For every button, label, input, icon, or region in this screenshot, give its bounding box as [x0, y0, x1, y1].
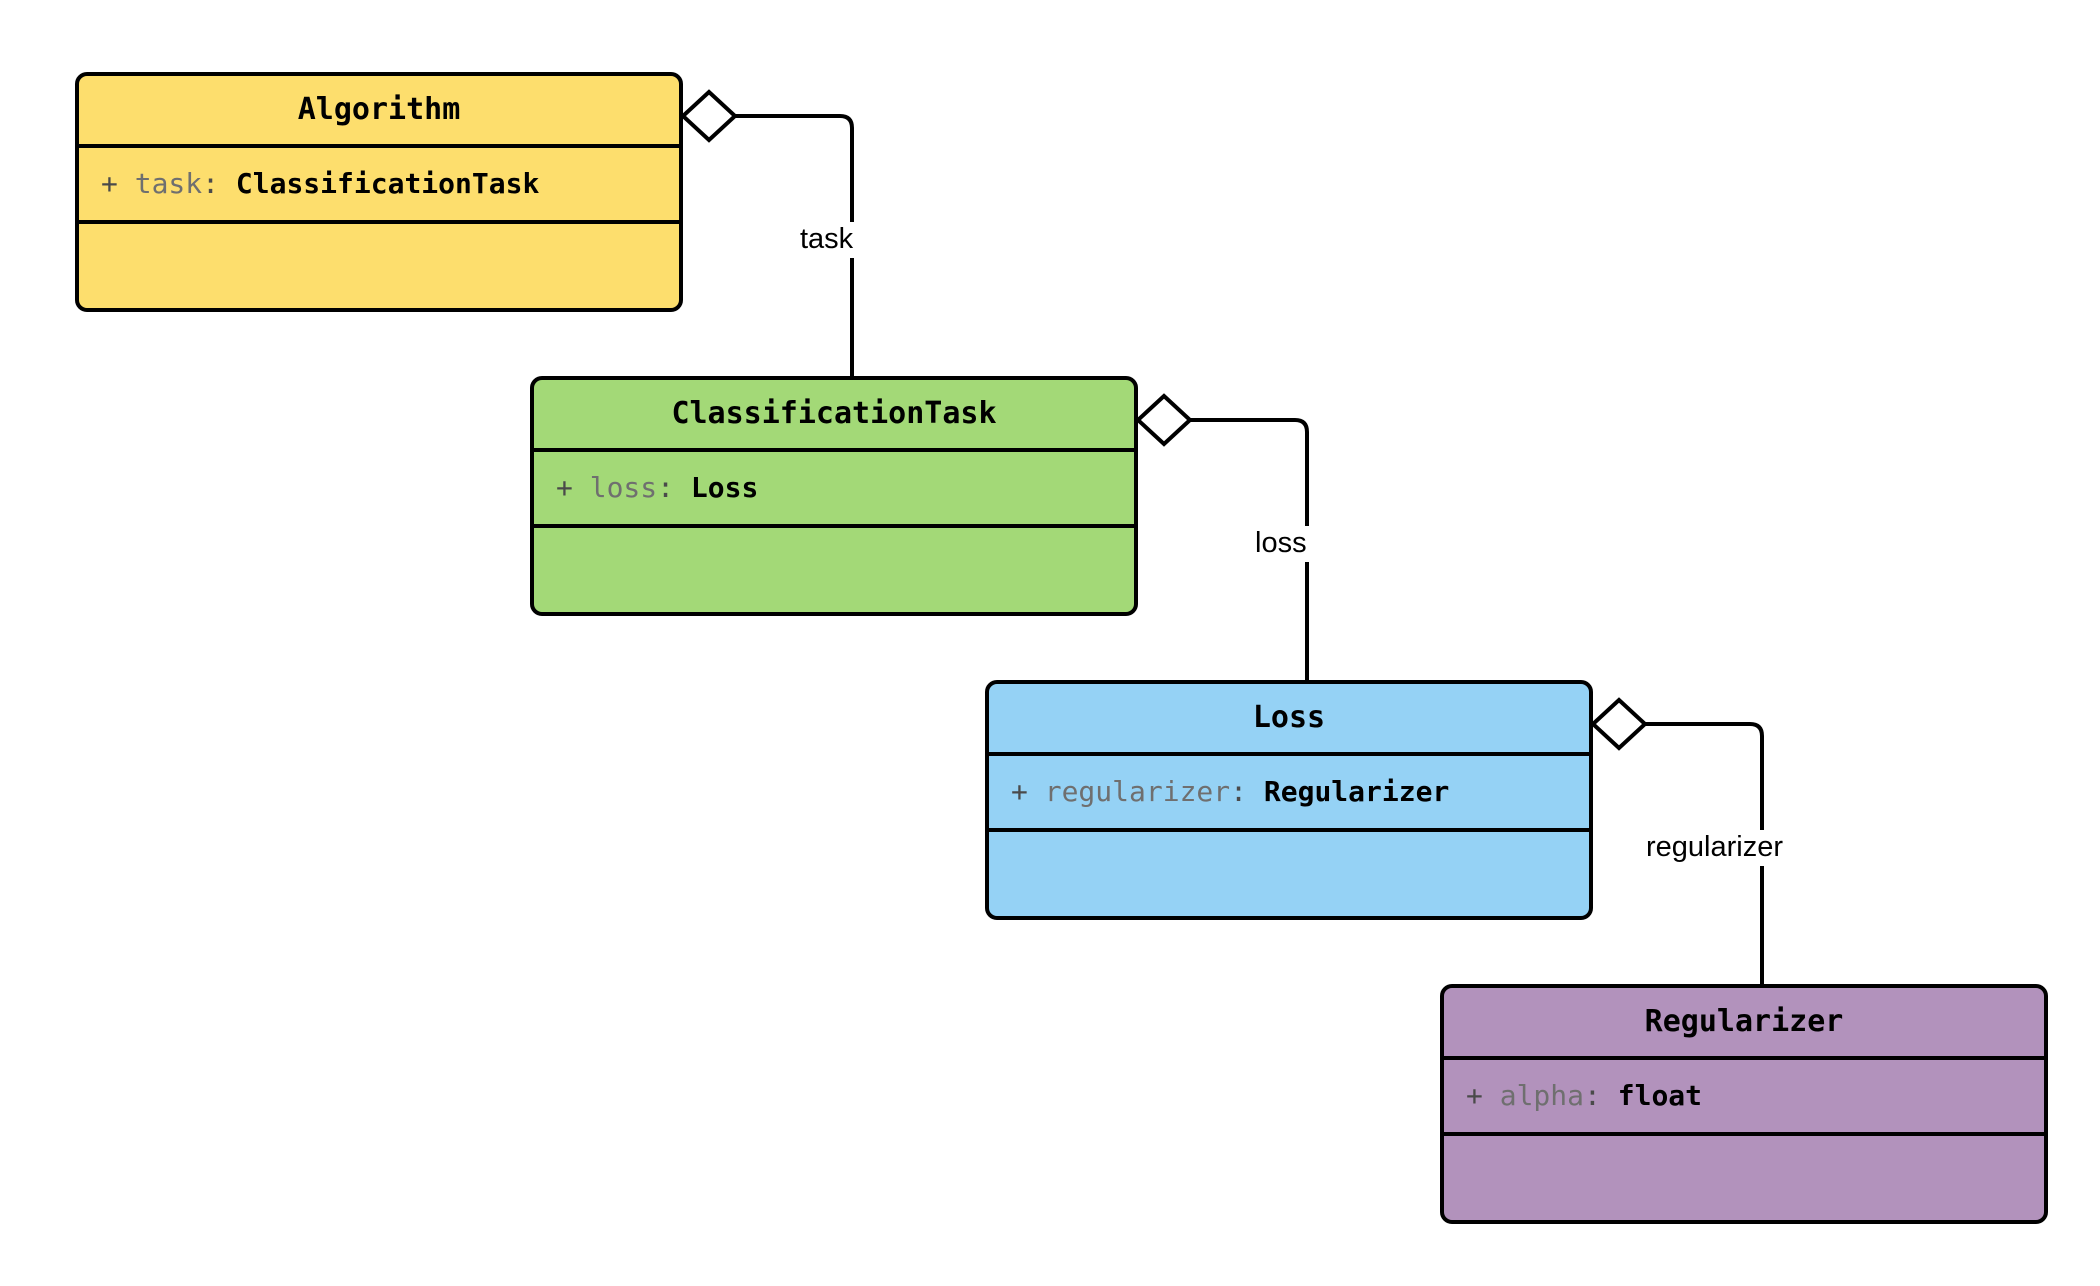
attribute-colon: : [1584, 1079, 1601, 1112]
attribute-name: alpha [1499, 1079, 1585, 1112]
class-title-loss: Loss [989, 684, 1589, 756]
class-attributes-algorithm: + task: ClassificationTask [79, 148, 679, 224]
attribute-visibility: + [1466, 1079, 1483, 1112]
attribute-type: float [1617, 1079, 1703, 1112]
attribute-name: loss [589, 471, 658, 504]
attribute-name: regularizer [1044, 775, 1231, 808]
aggregation-diamond-icon [680, 89, 738, 143]
class-title-classificationtask: ClassificationTask [534, 380, 1134, 452]
aggregation-diamond-icon [1135, 393, 1193, 447]
attribute-type: Regularizer [1263, 775, 1450, 808]
attribute-visibility: + [101, 167, 118, 200]
attribute-visibility: + [1011, 775, 1028, 808]
class-methods-algorithm [79, 224, 679, 308]
attribute-row: + regularizer: Regularizer [1011, 778, 1449, 806]
attribute-type: Loss [690, 471, 759, 504]
attribute-type: ClassificationTask [235, 167, 540, 200]
uml-class-regularizer[interactable]: Regularizer + alpha: float [1440, 984, 2048, 1224]
class-title-algorithm: Algorithm [79, 76, 679, 148]
class-methods-loss [989, 832, 1589, 916]
uml-class-algorithm[interactable]: Algorithm + task: ClassificationTask [75, 72, 683, 312]
class-attributes-classificationtask: + loss: Loss [534, 452, 1134, 528]
class-attributes-regularizer: + alpha: float [1444, 1060, 2044, 1136]
class-title-regularizer: Regularizer [1444, 988, 2044, 1060]
attribute-row: + alpha: float [1466, 1082, 1702, 1110]
aggregation-diamond-icon [1590, 697, 1648, 751]
attribute-colon: : [657, 471, 675, 504]
edge-label-task: task [794, 222, 860, 258]
attribute-row: + task: ClassificationTask [101, 170, 539, 198]
attribute-visibility: + [556, 471, 573, 504]
attribute-colon: : [202, 167, 220, 200]
class-attributes-loss: + regularizer: Regularizer [989, 756, 1589, 832]
attribute-row: + loss: Loss [556, 474, 758, 502]
uml-class-classificationtask[interactable]: ClassificationTask + loss: Loss [530, 376, 1138, 616]
class-methods-regularizer [1444, 1136, 2044, 1220]
class-methods-classificationtask [534, 528, 1134, 612]
edge-label-loss: loss [1249, 526, 1313, 562]
attribute-name: task [134, 167, 203, 200]
edge-label-regularizer: regularizer [1640, 830, 1789, 866]
uml-class-loss[interactable]: Loss + regularizer: Regularizer [985, 680, 1593, 920]
attribute-colon: : [1230, 775, 1248, 808]
